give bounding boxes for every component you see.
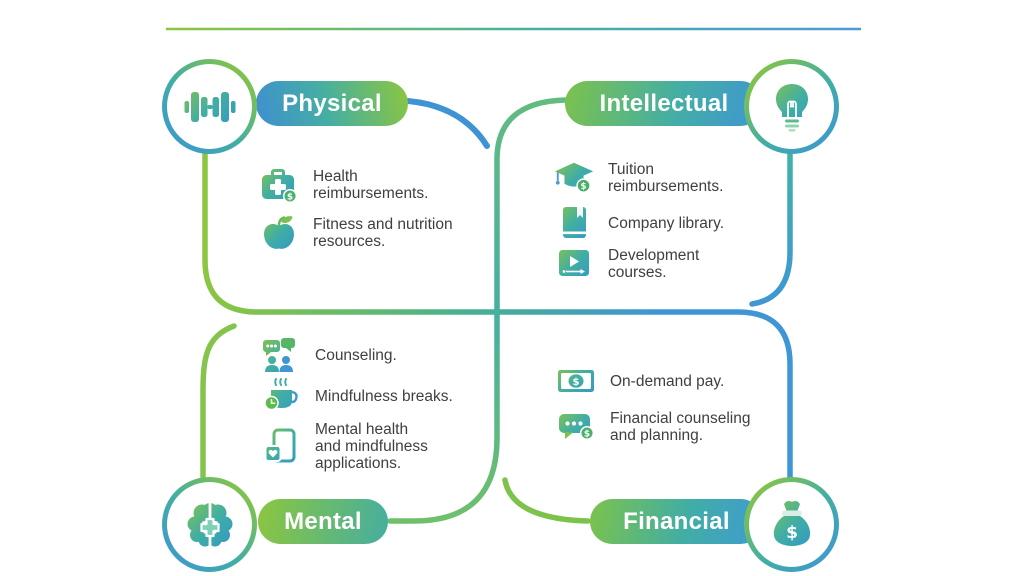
- list-item: $ Health reimbursements.: [258, 165, 428, 205]
- wellness-circle-physical: [162, 59, 257, 154]
- benefit-text: Fitness and nutrition resources.: [313, 216, 453, 250]
- graduation-cap-icon: $: [553, 160, 595, 196]
- svg-text:$: $: [573, 377, 580, 388]
- wellness-circle-mental: [162, 477, 257, 572]
- quadrant-title-label: Financial: [623, 507, 730, 535]
- dumbbell-icon: [184, 91, 235, 122]
- chat-dollar-icon: $: [555, 407, 597, 447]
- book-icon: [553, 203, 595, 243]
- money-bag-icon: $: [773, 500, 810, 546]
- benefit-text: Health reimbursements.: [313, 168, 429, 202]
- benefit-text: Mental health and mindfulness applicatio…: [315, 421, 428, 472]
- video-course-icon: [553, 244, 595, 284]
- benefit-text: Mindfulness breaks.: [315, 387, 453, 405]
- svg-text:$: $: [584, 429, 590, 439]
- quadrant-title-intellectual: Intellectual: [565, 81, 763, 126]
- list-item: Fitness and nutrition resources.: [258, 213, 453, 253]
- banknote-icon: $: [555, 361, 597, 401]
- intellectual-to-mental-path: [387, 97, 568, 524]
- list-item: Counseling.: [260, 335, 397, 375]
- physical-pill-arc: [405, 98, 490, 149]
- list-item: $ Financial counseling and planning.: [555, 407, 750, 447]
- list-item: Mindfulness breaks.: [260, 376, 453, 416]
- mental-loop-arc: [200, 323, 237, 480]
- benefit-text: Counseling.: [315, 346, 397, 364]
- quadrant-title-label: Physical: [282, 89, 382, 117]
- quadrant-title-label: Intellectual: [599, 89, 729, 117]
- benefit-text: Financial counseling and planning.: [610, 410, 751, 444]
- list-item: $ On-demand pay.: [555, 361, 724, 401]
- first-aid-kit-icon: $: [258, 165, 300, 205]
- benefit-text: On-demand pay.: [610, 372, 725, 390]
- coffee-break-icon: [260, 376, 302, 416]
- list-item: Mental health and mindfulness applicatio…: [260, 421, 428, 472]
- brain-icon: [187, 502, 232, 547]
- quadrant-title-label: Mental: [284, 507, 362, 535]
- svg-text:$: $: [287, 192, 293, 202]
- list-item: Company library.: [553, 203, 724, 243]
- list-item: Development courses.: [553, 244, 699, 284]
- phone-heart-icon: [260, 427, 302, 467]
- list-item: $ Tuition reimbursements.: [553, 160, 723, 196]
- wellness-circle-financial: $: [744, 477, 839, 572]
- quadrant-title-mental: Mental: [258, 499, 388, 544]
- quadrant-title-financial: Financial: [590, 499, 763, 544]
- lightbulb-icon: [775, 83, 808, 132]
- wellness-circle-intellectual: [744, 59, 839, 154]
- svg-text:$: $: [786, 523, 798, 543]
- intellectual-loop-arc: [749, 150, 793, 307]
- svg-text:$: $: [581, 182, 587, 192]
- benefit-text: Company library.: [608, 214, 725, 232]
- quadrant-title-physical: Physical: [256, 81, 408, 126]
- apple-icon: [258, 213, 300, 253]
- benefit-text: Development courses.: [608, 247, 700, 281]
- financial-pill-arc: [502, 477, 591, 524]
- benefit-text: Tuition reimbursements.: [608, 161, 724, 195]
- counseling-chat-icon: [260, 335, 302, 375]
